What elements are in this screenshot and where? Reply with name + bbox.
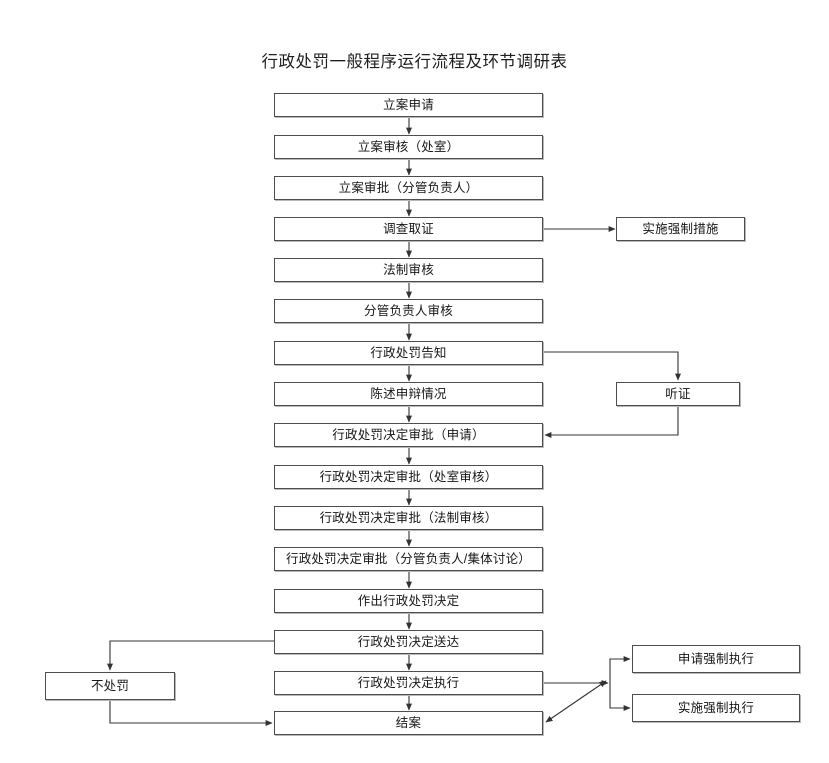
node-shenqing-qiangzhi-zhixing[interactable]: 申请强制执行 bbox=[632, 645, 800, 673]
node-chenshu-shenbian[interactable]: 陈述申辩情况 bbox=[274, 382, 543, 406]
node-jueding-songda[interactable]: 行政处罚决定送达 bbox=[274, 630, 543, 654]
page-title: 行政处罚一般程序运行流程及环节调研表 bbox=[261, 53, 568, 71]
node-shishi-qiangzhi-cuoshi[interactable]: 实施强制措施 bbox=[616, 217, 745, 241]
node-lian-shenhe-chushi[interactable]: 立案审核（处室） bbox=[274, 135, 543, 159]
node-zuochu-jueding[interactable]: 作出行政处罚决定 bbox=[274, 589, 543, 613]
node-bu-chufa[interactable]: 不处罚 bbox=[45, 672, 175, 700]
node-jiean[interactable]: 结案 bbox=[274, 711, 543, 735]
node-tingzheng[interactable]: 听证 bbox=[616, 382, 740, 406]
node-fuzeren-shenhe[interactable]: 分管负责人审核 bbox=[274, 299, 543, 323]
node-shishi-qiangzhi-zhixing[interactable]: 实施强制执行 bbox=[632, 694, 800, 722]
node-jueding-shenpi-fazhi[interactable]: 行政处罚决定审批（法制审核） bbox=[274, 506, 543, 530]
node-jueding-shenpi-chushi[interactable]: 行政处罚决定审批（处室审核） bbox=[274, 465, 543, 489]
node-lian-shenpi-fuzeren[interactable]: 立案审批（分管负责人） bbox=[274, 176, 543, 200]
node-jueding-zhixing[interactable]: 行政处罚决定执行 bbox=[274, 671, 543, 695]
node-jueding-shenpi-shenqing[interactable]: 行政处罚决定审批（申请） bbox=[274, 423, 543, 447]
node-lian-shenqing[interactable]: 立案申请 bbox=[274, 93, 543, 117]
node-diaocha-quzheng[interactable]: 调查取证 bbox=[274, 217, 543, 241]
node-fazhi-shenhe[interactable]: 法制审核 bbox=[274, 258, 543, 282]
node-chufa-gaozhi[interactable]: 行政处罚告知 bbox=[274, 341, 543, 365]
node-jueding-shenpi-jiti[interactable]: 行政处罚决定审批（分管负责人/集体讨论） bbox=[274, 547, 543, 571]
